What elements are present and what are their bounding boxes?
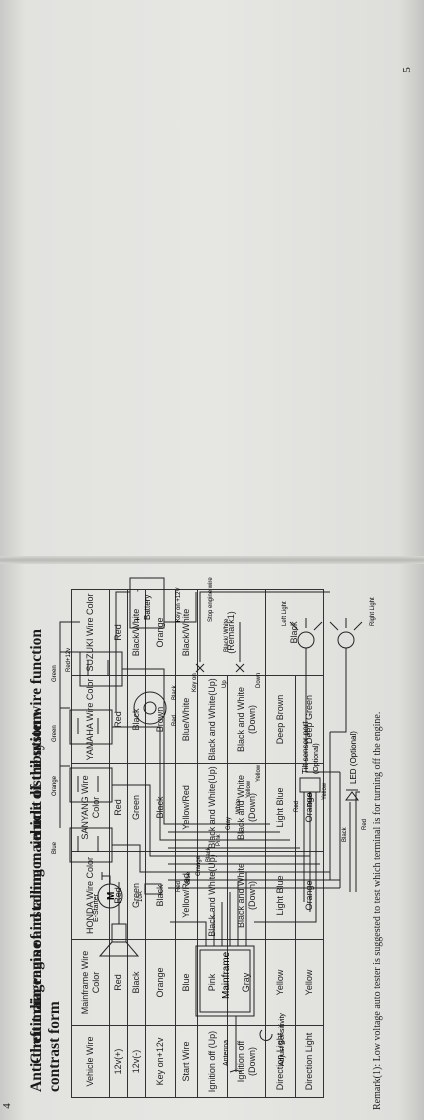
right-page-number: 5 — [400, 67, 413, 73]
wire-label: Yellow — [246, 780, 252, 798]
right-light-icon — [337, 631, 355, 649]
led-label: LED (Optional) — [349, 731, 358, 784]
tilt-wire-label: Yellow — [322, 782, 328, 800]
tilt-optional: (Optional) — [313, 743, 320, 774]
mainframe-inner — [199, 949, 251, 1013]
wire-label: Orange — [196, 855, 202, 876]
siren-icon — [98, 923, 140, 957]
led-icon — [345, 791, 359, 801]
page-fold — [0, 556, 424, 564]
fuse-icon — [144, 883, 162, 895]
relay-3 — [69, 709, 113, 745]
led-wires — [349, 791, 360, 892]
battery-plus: + — [133, 617, 142, 622]
wire-label: White — [236, 798, 242, 814]
top-wire-label: Black — [172, 684, 178, 700]
top-wire-label: Orange — [52, 775, 58, 796]
battery-minus: - — [133, 589, 142, 592]
wire-label: Blue — [186, 871, 192, 884]
wire-label: Pink — [216, 833, 222, 846]
top-wire-label: Red — [172, 715, 178, 726]
relay-keyon-label: Key on — [192, 673, 198, 692]
tilt-sensor-port — [299, 777, 321, 793]
relay-2 — [69, 767, 113, 803]
relay-1 — [69, 827, 113, 863]
adjust-knob — [259, 1029, 273, 1041]
top-wire-label: Green — [52, 665, 58, 682]
stop-label: Stop engine wire — [208, 577, 214, 622]
right-light-label: Right Light — [370, 597, 376, 626]
diagram-page: Circuit diagrams of installing main unit… — [0, 552, 424, 1092]
motor-label: M — [106, 892, 117, 900]
left-light-icon — [297, 631, 315, 649]
mainframe-box — [195, 945, 255, 1017]
left-light-label: Left Light — [282, 601, 288, 626]
antenna-label: Antenna — [223, 1040, 230, 1066]
up-label: Up — [222, 680, 228, 688]
led-wire-label: Red — [362, 819, 368, 830]
tilt-label: Tilt sensor port — [301, 721, 310, 774]
tilt-wire-label: Red — [294, 801, 300, 812]
antenna-tip — [229, 1069, 243, 1073]
circuit-diagram: Mainframe Antenna Adjust Sensitivity E-S… — [52, 577, 376, 1073]
estarter-label: E-Starter — [93, 893, 100, 922]
fuse-label: 10A — [138, 891, 144, 902]
adjust-label: Adjust Sensitivity — [279, 1013, 286, 1066]
keyon-label: Key on +12V — [176, 587, 182, 622]
wire-label: Yellow — [256, 764, 262, 782]
black-white-label: Black/ White — [224, 618, 230, 652]
top-wire-label: Green — [52, 725, 58, 742]
red12v-label: Red+12v — [66, 648, 72, 672]
led-wire-label: Black — [342, 826, 348, 842]
battery-label: Battery — [143, 595, 152, 620]
down-label: Down — [256, 673, 262, 688]
ignition-switch — [133, 691, 167, 725]
wire-label: Red — [176, 881, 182, 892]
mainframe-label: Mainframe — [221, 951, 232, 999]
wire-label: Gray — [226, 817, 232, 830]
tilt-wire-label: Black — [308, 790, 314, 806]
wire-label: Black — [206, 846, 212, 862]
top-wire-label: Blue — [52, 841, 58, 854]
battery-box — [129, 577, 165, 629]
